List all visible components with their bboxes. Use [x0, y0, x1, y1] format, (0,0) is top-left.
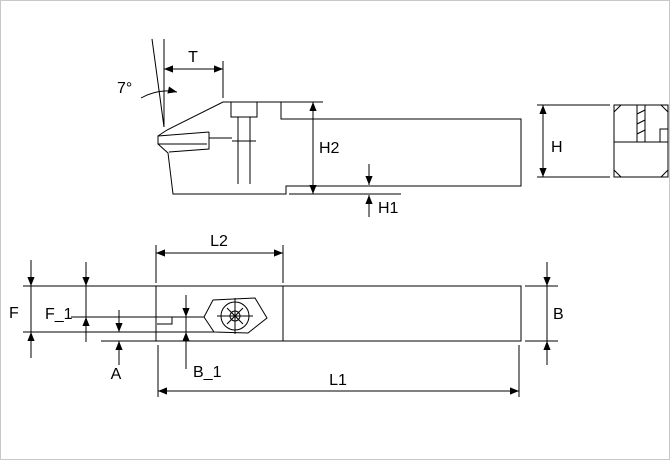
dim-h1: H1 [365, 164, 399, 217]
angle-arc [140, 86, 178, 99]
dim-f1: F_1 [45, 262, 156, 342]
side-view-outline [157, 101, 522, 195]
l1-label: L1 [329, 372, 347, 389]
side-view [157, 101, 522, 195]
end-view-chamfers [613, 104, 669, 178]
end-view [613, 104, 669, 178]
dim-h2: H2 [281, 101, 401, 195]
plan-view [155, 285, 522, 342]
dim-angle: 7° [117, 38, 178, 128]
h-label: H [551, 139, 563, 156]
dim-b1: B_1 [182, 295, 222, 381]
screw-head-diagonals [226, 307, 244, 325]
clamp-screw-cap [230, 102, 258, 118]
dim-b: B [525, 262, 564, 365]
f1-label: F_1 [45, 306, 73, 323]
l2-label: L2 [210, 233, 228, 250]
b-label: B [553, 306, 564, 323]
angle-label: 7° [117, 80, 132, 97]
plan-insert-outline [203, 297, 268, 334]
dim-l1: L1 [157, 345, 520, 397]
dim-h: H [537, 104, 610, 178]
angle-ref-slanted [151, 38, 165, 128]
plan-view-outline [155, 285, 522, 342]
plan-blade-tip-step [157, 317, 173, 325]
insert-top-edge [157, 131, 210, 137]
a-label: A [111, 366, 122, 383]
dim-t: T [164, 49, 224, 98]
dimensions: 7° T H2 H1 H [9, 38, 610, 397]
h1-label: H1 [378, 200, 399, 217]
end-view-outline [613, 104, 669, 178]
dim-f: F [9, 260, 156, 358]
f-label: F [9, 305, 19, 322]
h2-label: H2 [319, 140, 340, 157]
dim-a: A [101, 310, 156, 383]
b1-label: B_1 [193, 364, 222, 381]
dim-l2: L2 [155, 233, 284, 283]
t-label: T [188, 49, 198, 66]
end-view-notch [659, 128, 668, 142]
end-view-slot-hatch [636, 109, 646, 135]
